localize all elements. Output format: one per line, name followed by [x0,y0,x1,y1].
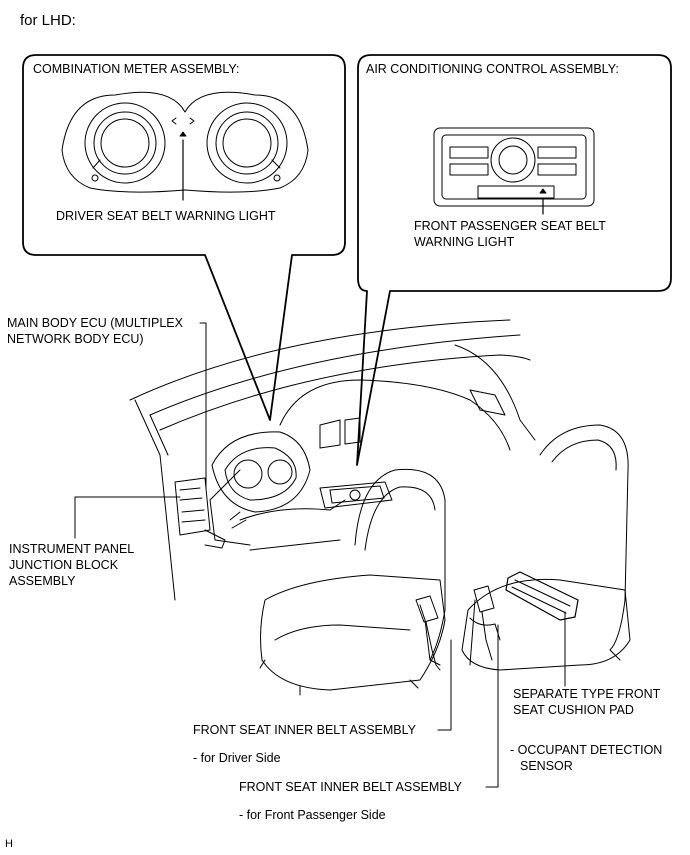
passenger-warning-light-label-line2: WARNING LIGHT [414,235,515,249]
junction-block-label-line1: INSTRUMENT PANEL [9,542,135,556]
passenger-seat-drawing [461,424,631,671]
cushion-pad-label-line2: SEAT CUSHION PAD [513,703,634,717]
combination-meter-drawing [61,91,309,201]
inner-belt-driver-label: FRONT SEAT INNER BELT ASSEMBLY [193,723,416,737]
cushion-pad-label-line1: SEPARATE TYPE FRONT [513,687,661,701]
leader-lines [74,322,566,788]
junction-block-label-line2: JUNCTION BLOCK [9,558,119,572]
air-conditioning-drawing [433,127,595,215]
air-conditioning-callout [356,54,672,466]
figure-code: H [5,838,13,850]
junction-block-label-line3: ASSEMBLY [9,574,76,588]
dashboard-drawing [129,319,536,601]
occupant-sensor-label-line2: SENSOR [520,759,573,773]
main-body-ecu-label-line1: MAIN BODY ECU (MULTIPLEX [7,316,183,330]
combination-meter-callout [22,54,346,421]
occupant-sensor-label-line1: - OCCUPANT DETECTION [510,743,663,757]
inner-belt-passenger-label: FRONT SEAT INNER BELT ASSEMBLY [239,780,462,794]
inner-belt-passenger-sub-label: - for Front Passenger Side [239,808,386,822]
driver-seat-belt-warning-light-label: DRIVER SEAT BELT WARNING LIGHT [56,209,276,223]
passenger-warning-light-label-line1: FRONT PASSENGER SEAT BELT [414,219,606,233]
driver-seat-drawing [259,468,446,696]
air-conditioning-title: AIR CONDITIONING CONTROL ASSEMBLY: [366,62,619,76]
inner-belt-driver-sub-label: - for Driver Side [193,751,281,765]
combination-meter-title: COMBINATION METER ASSEMBLY: [33,62,240,76]
main-body-ecu-label-line2: NETWORK BODY ECU) [7,332,144,346]
header-text: for LHD: [20,12,76,29]
